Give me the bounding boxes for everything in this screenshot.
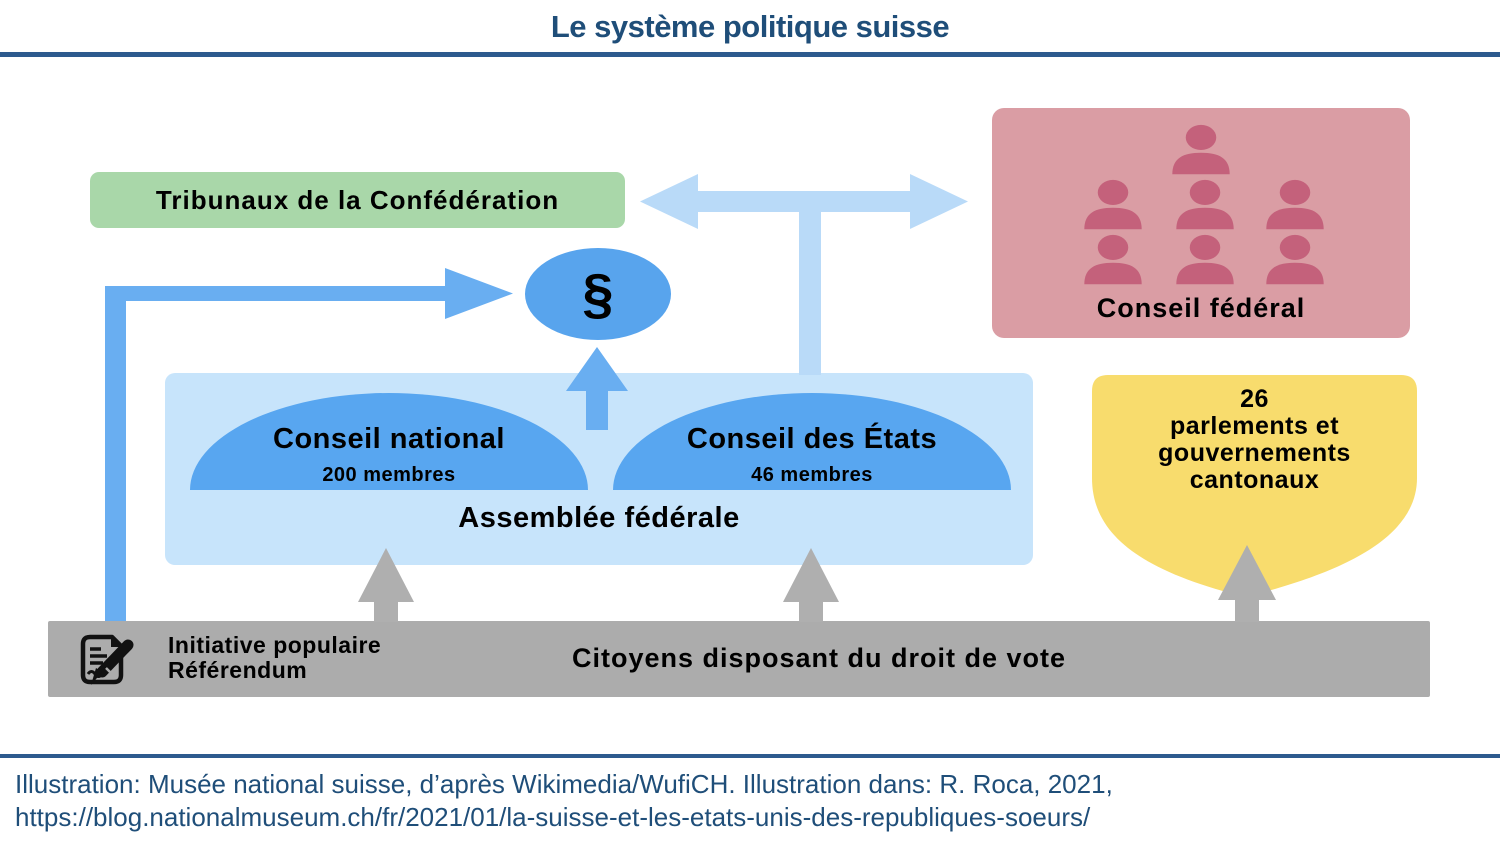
initiative-line1: Initiative populaire xyxy=(168,632,382,658)
conseil-federal-box: Conseil fédéral xyxy=(992,108,1410,338)
person-icon xyxy=(1084,234,1142,285)
page-title: Le système politique suisse xyxy=(550,9,950,44)
header-divider xyxy=(0,52,1500,57)
citizens-to-cantons-arrow xyxy=(1218,545,1276,622)
person-icon xyxy=(1266,179,1324,230)
conseil-national-label: Conseil national xyxy=(273,423,505,455)
cantons-line: 26 xyxy=(1240,385,1269,413)
conseil-federal-label: Conseil fédéral xyxy=(1096,293,1306,323)
person-icon xyxy=(1266,234,1324,285)
citizens-bar: Initiative populaire Référendum Citoyens… xyxy=(48,621,1430,697)
credit-line1: Illustration: Musée national suisse, d’a… xyxy=(15,769,1113,799)
paragraph-icon: § xyxy=(582,262,614,325)
person-icon xyxy=(1172,124,1230,175)
credit-line2: https://blog.nationalmuseum.ch/fr/2021/0… xyxy=(15,802,1091,832)
conseil-national-members: 200 membres xyxy=(322,464,456,486)
conseil-des-etats-label: Conseil des États xyxy=(686,423,938,455)
tribunaux-box: Tribunaux de la Confédération xyxy=(90,172,625,228)
person-icon xyxy=(1176,234,1234,285)
tribunaux-label: Tribunaux de la Confédération xyxy=(155,184,560,215)
law-circle: § xyxy=(525,248,671,340)
tribunaux-federal-double-arrow xyxy=(640,174,968,375)
conseil-des-etats-members: 46 membres xyxy=(751,464,873,486)
footer-divider xyxy=(0,754,1500,758)
person-icon xyxy=(1084,179,1142,230)
initiative-referendum-label: Initiative populaire Référendum xyxy=(168,633,381,683)
cantons-line: cantonaux xyxy=(1189,466,1320,494)
cantons-line: gouvernements xyxy=(1158,439,1351,467)
cantons-label: 26 parlements et gouvernements cantonaux xyxy=(1092,386,1417,494)
assemblee-federale-label: Assemblée fédérale xyxy=(458,502,740,534)
initiative-line2: Référendum xyxy=(168,657,308,683)
assemblee-federale-box: Conseil national 200 membres Conseil des… xyxy=(165,373,1033,565)
cantons-line: parlements et xyxy=(1169,412,1340,440)
initiative-document-pen-icon xyxy=(80,634,134,685)
person-icon xyxy=(1176,179,1234,230)
citizens-label: Citoyens disposant du droit de vote xyxy=(572,643,1067,673)
